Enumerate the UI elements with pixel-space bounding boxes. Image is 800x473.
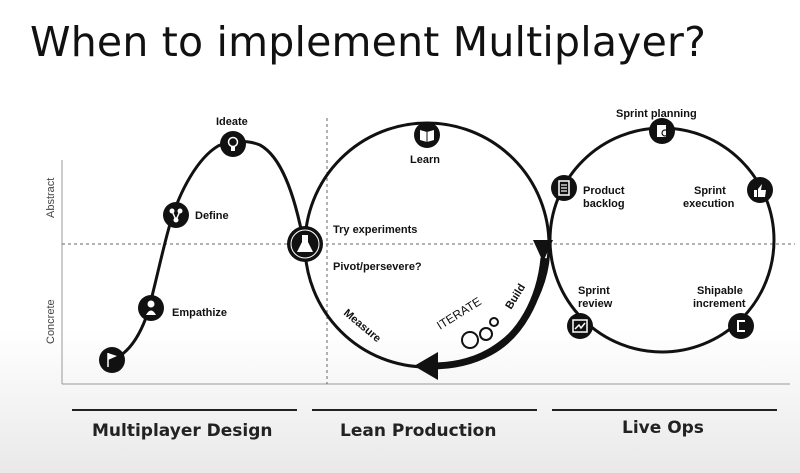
label-review-line1: Sprint [578,285,610,297]
person-icon [138,295,164,321]
flag-icon [99,347,125,373]
bottom-gradient [0,330,800,473]
lightbulb-icon [220,131,246,157]
phase-label-design: Multiplayer Design [92,421,273,441]
right-arrowhead [533,240,553,262]
gears-icon [461,317,499,349]
branch-icon [163,202,189,228]
flask-icon [287,226,323,262]
label-shipable-line2: increment [693,298,746,310]
label-pivot: Pivot/persevere? [333,261,422,273]
label-learn: Learn [410,154,440,166]
phase-label-liveops: Live Ops [622,418,704,438]
axis-label-concrete: Concrete [45,299,57,344]
label-sprint-planning: Sprint planning [616,108,697,120]
label-shipable-line1: Shipable [697,285,743,297]
shipable-icon [728,313,754,339]
label-try-experiments: Try experiments [333,224,417,236]
chart-icon [567,313,593,339]
label-ideate: Ideate [216,116,248,128]
label-define: Define [195,210,229,222]
label-execution-line1: Sprint [694,185,726,197]
build-arrowhead [414,352,438,380]
backlog-icon [551,175,577,201]
build-arrow [429,257,548,370]
sprint-planning-icon [649,118,675,144]
label-backlog-line2: backlog [583,198,625,210]
label-execution-line2: execution [683,198,735,210]
design-curve [111,139,306,362]
label-build: Build [503,282,528,312]
phase-label-lean: Lean Production [340,421,496,441]
book-icon [414,122,440,148]
label-review-line2: review [578,298,613,310]
slide-title: When to implement Multiplayer? [30,18,707,66]
axis-label-abstract: Abstract [45,178,57,218]
thumbs-up-icon [747,177,773,203]
label-empathize: Empathize [172,307,227,319]
label-iterate: ITERATE [434,294,484,332]
label-backlog-line1: Product [583,185,625,197]
